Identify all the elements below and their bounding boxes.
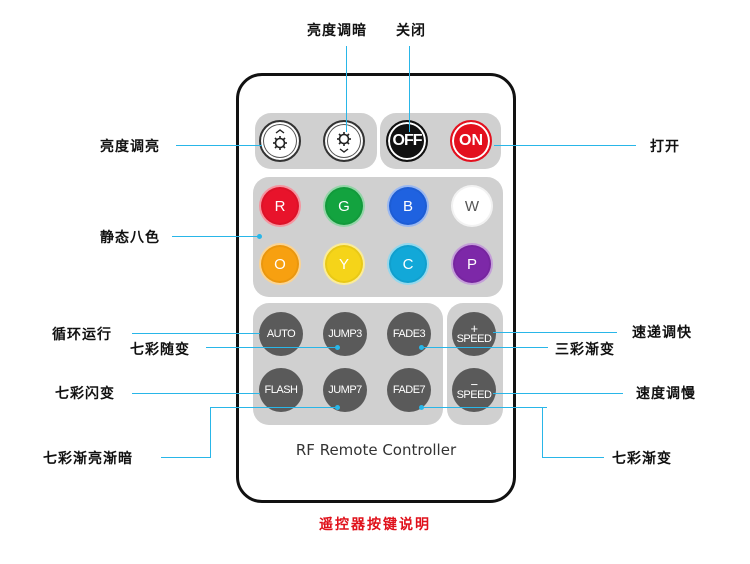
brightness-down-icon [337,132,351,153]
minus-icon: − [470,377,478,392]
plus-icon: + [470,321,478,336]
jump3-label: JUMP3 [328,328,362,340]
leader-fade7-v [542,407,543,458]
on-button[interactable]: ON [450,120,492,162]
label-static-colors: 静态八色 [100,230,160,246]
label-speed-up: 速递调快 [632,325,692,341]
leader-brightness-up [176,145,262,146]
label-brightness-down: 亮度调暗 [307,23,367,39]
color-button-y[interactable]: Y [323,243,365,285]
speed-up-button[interactable]: + SPEED [452,312,496,356]
leader-jump7-h [210,407,338,408]
jump7-label: JUMP7 [328,384,362,396]
leader-jump3 [206,347,338,348]
remote-controller: OFF ON AUTO JUMP3 FADE3 + SPEED FLASH JU… [236,73,516,503]
color-button-label: P [466,255,477,273]
brightness-up-button[interactable] [259,120,301,162]
color-button-w[interactable]: W [451,185,493,227]
off-button-label: OFF [392,132,423,149]
jump3-button[interactable]: JUMP3 [323,312,367,356]
jump7-button[interactable]: JUMP7 [323,368,367,412]
flash-button[interactable]: FLASH [259,368,303,412]
speed-down-button[interactable]: − SPEED [452,368,496,412]
label-fade3: 三彩渐变 [555,342,615,358]
remote-title: RF Remote Controller [295,441,457,459]
auto-label: AUTO [266,328,296,340]
leader-fade7-h [422,407,547,408]
color-button-r[interactable]: R [259,185,301,227]
dot-fade7 [419,405,424,410]
label-auto: 循环运行 [52,327,112,343]
leader-auto [132,333,260,334]
color-button-o[interactable]: O [259,243,301,285]
fade7-label: FADE7 [392,384,426,396]
leader-flash [132,393,260,394]
fade3-button[interactable]: FADE3 [387,312,431,356]
color-button-label: C [402,255,414,273]
leader-on [494,145,636,146]
color-button-c[interactable]: C [387,243,429,285]
label-speed-down: 速度调慢 [636,386,696,402]
color-button-label: R [274,197,286,215]
label-jump7: 七彩渐亮渐暗 [43,451,133,467]
flash-label: FLASH [264,384,298,396]
dot-jump3 [335,345,340,350]
color-button-label: Y [338,255,349,273]
leader-off [409,46,410,132]
color-button-label: B [402,197,413,215]
label-on: 打开 [650,139,680,155]
label-off: 关闭 [396,23,426,39]
color-button-label: O [274,255,286,273]
leader-jump7-end [161,457,211,458]
speed-down-label: SPEED [456,389,492,401]
color-button-g[interactable]: G [323,185,365,227]
on-button-label: ON [459,132,483,149]
leader-speed-down [493,393,623,394]
color-button-label: G [338,197,350,215]
off-button[interactable]: OFF [386,120,428,162]
dot-jump7 [335,405,340,410]
label-brightness-up: 亮度调亮 [100,139,160,155]
color-button-b[interactable]: B [387,185,429,227]
leader-static-colors [172,236,260,237]
brightness-down-button[interactable] [323,120,365,162]
color-button-p[interactable]: P [451,243,493,285]
speed-up-label: SPEED [456,333,492,345]
leader-fade3 [422,347,548,348]
leader-speed-up [493,332,617,333]
leader-fade7-end [542,457,604,458]
auto-button[interactable]: AUTO [259,312,303,356]
label-flash: 七彩闪变 [55,386,115,402]
dot-fade3 [419,345,424,350]
fade3-label: FADE3 [392,328,426,340]
label-fade7: 七彩渐变 [612,451,672,467]
dot-static [257,234,262,239]
brightness-up-icon [273,129,287,150]
label-jump3: 七彩随变 [130,342,190,358]
caption: 遥控器按键说明 [319,517,431,533]
leader-jump7-v [210,407,211,458]
leader-brightness-down [346,46,347,132]
color-button-label: W [464,197,480,215]
fade7-button[interactable]: FADE7 [387,368,431,412]
